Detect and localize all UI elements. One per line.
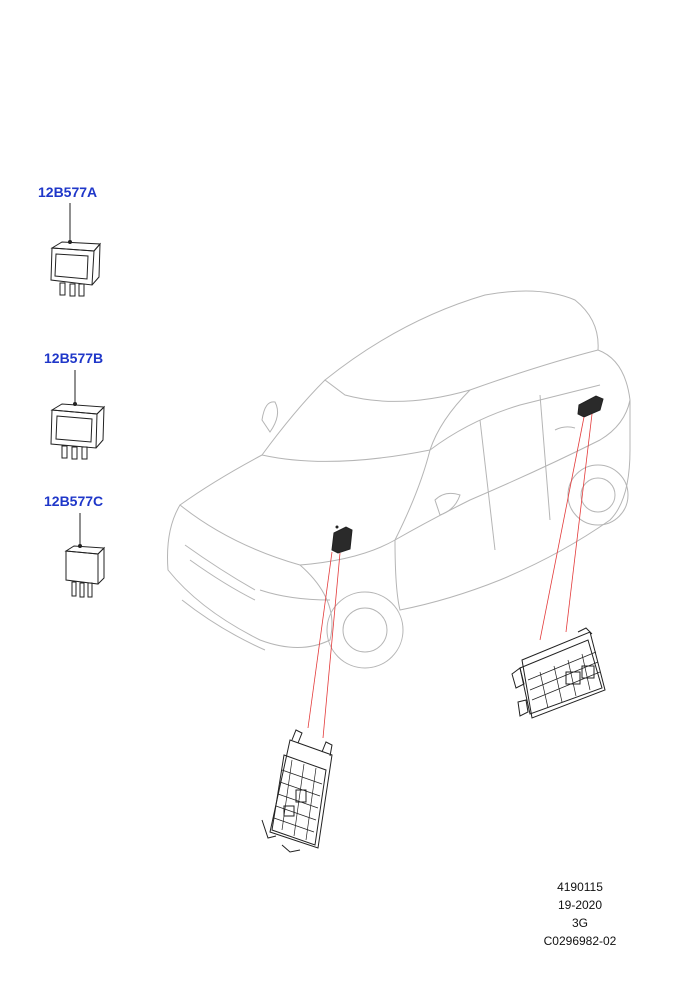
rear-fuse-box-illustration[interactable] — [511, 627, 606, 719]
front-fuse-box-illustration[interactable] — [261, 729, 333, 853]
callout-label-12b577c[interactable]: 12B577C — [44, 493, 104, 509]
vehicle-illustration — [167, 290, 631, 669]
relay-a-illustration[interactable] — [50, 203, 102, 297]
illustration-variant-code: 3G — [571, 916, 588, 930]
illustration-date-code: 19-2020 — [557, 898, 603, 912]
illustration-number: 4190115 — [557, 880, 603, 894]
rear-module-location-marker[interactable] — [577, 395, 604, 418]
leader-lines — [307, 413, 593, 739]
front-module-location-marker[interactable] — [331, 525, 353, 554]
callout-label-12b577b[interactable]: 12B577B — [44, 350, 104, 366]
callout-label-12b577a[interactable]: 12B577A — [38, 184, 98, 200]
relay-c-illustration[interactable] — [64, 513, 106, 598]
relay-b-illustration[interactable] — [50, 370, 106, 460]
illustration-reference-code: C0296982-02 — [543, 934, 617, 948]
